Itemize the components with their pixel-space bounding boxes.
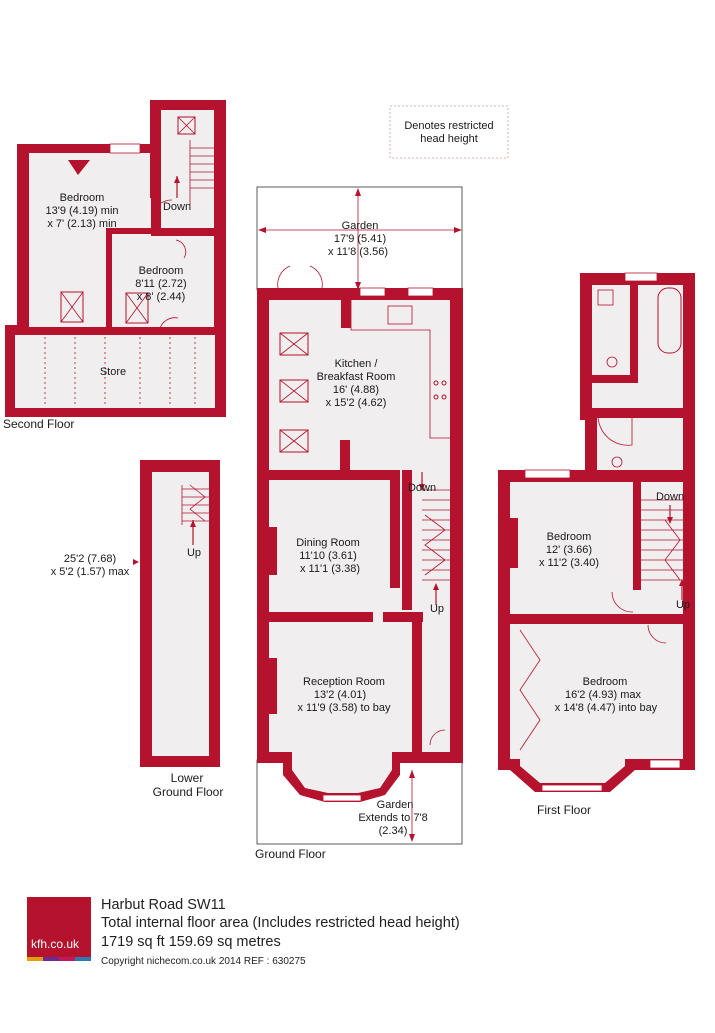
sf-down-label: Down — [163, 201, 191, 213]
gf-kitchen-dim1: 16' (4.88) — [333, 384, 379, 396]
second-floor-plan: Bedroom 13'9 (4.19) min x 7' (2.13) min … — [3, 100, 226, 431]
sf-bedroom1-dim2: x 7' (2.13) min — [47, 218, 116, 230]
gf-garden-dim1: 17'9 (5.41) — [334, 233, 386, 245]
area-title: Total internal floor area (Includes rest… — [101, 915, 460, 931]
address: Harbut Road SW11 — [101, 897, 226, 913]
sf-bedroom2-dim2: x 8' (2.44) — [137, 291, 186, 303]
first-floor-plan: Bedroom 12' (3.66) x 11'2 (3.40) Bedroom… — [498, 272, 695, 817]
gf-kitchen-name2: Breakfast Room — [317, 371, 396, 383]
ff-bedroom2-name: Bedroom — [583, 676, 628, 688]
gf-front-garden-dim1: Extends to 7'8 — [358, 812, 427, 824]
area-value: 1719 sq ft 159.69 sq metres — [101, 934, 281, 950]
second-floor-label: Second Floor — [3, 417, 74, 431]
sf-bedroom1-name: Bedroom — [60, 192, 105, 204]
gf-kitchen-name: Kitchen / — [335, 358, 379, 370]
logo-text: kfh.co.uk — [31, 937, 80, 951]
gf-reception-dim1: 13'2 (4.01) — [314, 689, 366, 701]
lg-up-label: Up — [187, 547, 201, 559]
lg-dims-2: x 5'2 (1.57) max — [51, 566, 130, 578]
ground-floor-plan: Garden 17'9 (5.41) x 11'8 (3.56) Kitchen… — [255, 186, 463, 861]
ff-up-label: Up — [676, 599, 690, 611]
sf-bedroom2-dim1: 8'11 (2.72) — [135, 278, 186, 290]
sf-bedroom1-dim1: 13'9 (4.19) min — [45, 205, 118, 217]
copyright: Copyright nichecom.co.uk 2014 REF : 6302… — [101, 956, 306, 967]
gf-dining-name: Dining Room — [296, 537, 360, 549]
gf-garden-dim2: x 11'8 (3.56) — [328, 246, 388, 258]
gf-kitchen-dim2: x 15'2 (4.62) — [326, 397, 387, 409]
gf-dining-dim1: 11'10 (3.61) — [299, 550, 357, 562]
logo-stripe-2 — [43, 957, 59, 961]
ff-bedroom1-name: Bedroom — [547, 531, 592, 543]
lower-ground-floor-plan: Up 25'2 (7.68) x 5'2 (1.57) max Lower Gr… — [51, 460, 224, 799]
ff-bedroom2-dim2: x 14'8 (4.47) into bay — [555, 702, 658, 714]
ff-bedroom2-dim1: 16'2 (4.93) max — [565, 689, 642, 701]
gf-reception-name: Reception Room — [303, 676, 385, 688]
lg-dims-1: 25'2 (7.68) — [64, 553, 116, 565]
logo-stripe-1 — [27, 957, 43, 961]
gf-down-label: Down — [408, 482, 436, 494]
gf-front-garden-name: Garden — [377, 799, 414, 811]
first-floor-label: First Floor — [537, 803, 591, 817]
ground-floor-label: Ground Floor — [255, 847, 326, 861]
ff-down-label: Down — [656, 491, 684, 503]
legend-line-1: Denotes restricted — [404, 120, 493, 132]
lower-ground-label-1: Lower — [171, 771, 204, 785]
gf-up-label: Up — [430, 603, 444, 615]
gf-front-garden-dim2: (2.34) — [379, 825, 408, 837]
sf-store-label: Store — [100, 366, 126, 378]
restricted-height-legend: Denotes restricted head height — [389, 105, 509, 159]
gf-garden-name: Garden — [342, 220, 379, 232]
kfh-logo: kfh.co.uk — [27, 897, 91, 961]
lower-ground-label-2: Ground Floor — [153, 785, 224, 799]
gf-reception-dim2: x 11'9 (3.58) to bay — [297, 702, 391, 714]
sf-bedroom2-name: Bedroom — [139, 265, 184, 277]
logo-stripe-4 — [75, 957, 91, 961]
legend-line-2: head height — [420, 133, 478, 145]
ff-bedroom1-dim1: 12' (3.66) — [546, 544, 592, 556]
ff-bedroom1-dim2: x 11'2 (3.40) — [539, 557, 599, 569]
gf-dining-dim2: x 11'1 (3.38) — [300, 563, 360, 575]
logo-stripe-3 — [59, 957, 75, 961]
